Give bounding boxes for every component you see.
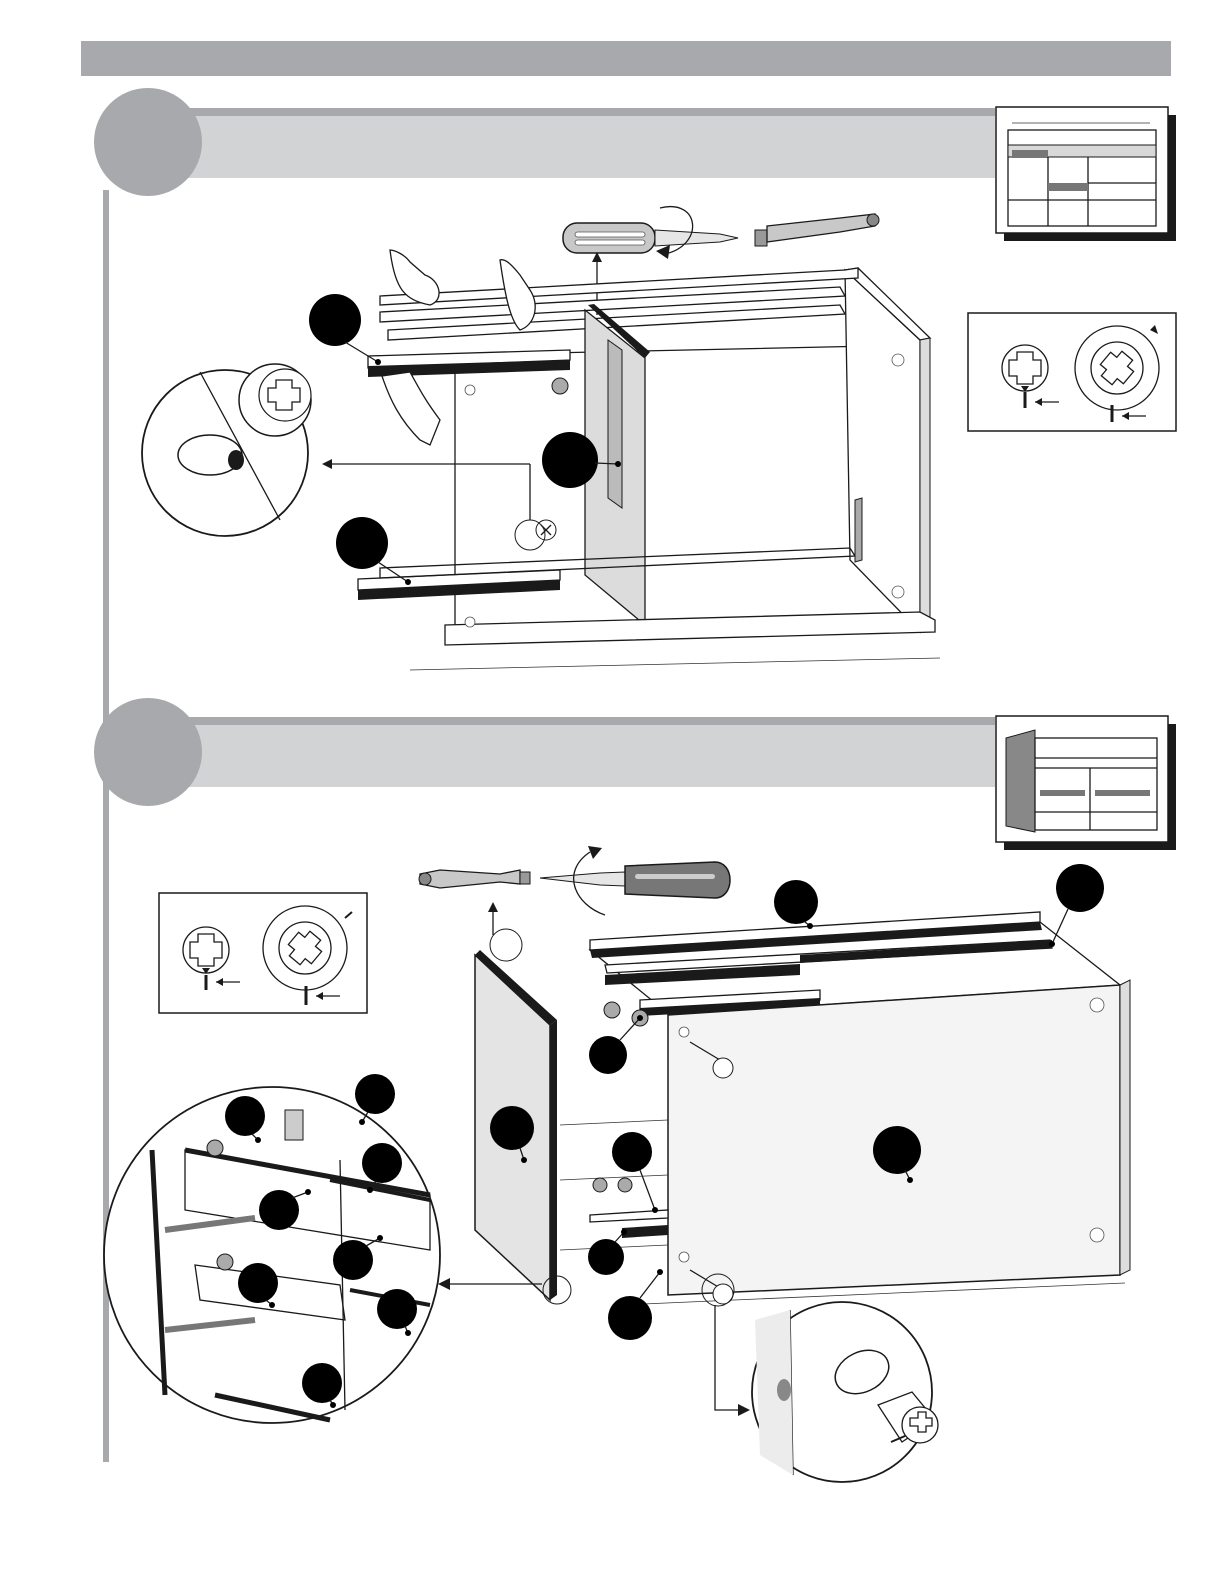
screwdriver-icon: [540, 846, 730, 915]
callout-e: [612, 1132, 652, 1172]
callout-o: [377, 1289, 417, 1329]
cam-bolt-icon: [755, 214, 879, 246]
cabinet-carcass-step-1: [358, 268, 940, 670]
magnifier-detail-icon: [142, 364, 545, 550]
callout-n: [238, 1263, 278, 1303]
callout-g: [608, 1296, 652, 1340]
step-1: [94, 88, 1176, 670]
callout-k: [362, 1143, 402, 1183]
callout-c: [589, 1036, 627, 1074]
cam-bolt-icon: [419, 870, 530, 888]
callout-l: [259, 1190, 299, 1230]
cabinet-preview-icon: [996, 716, 1176, 850]
magnifier-detail-icon: [715, 1302, 938, 1482]
callout-b: [542, 432, 598, 488]
callout-p: [302, 1363, 342, 1403]
screwdriver-icon: [563, 207, 738, 259]
callout-f: [588, 1239, 624, 1275]
step-1-callouts: [309, 294, 621, 585]
callout-i: [225, 1096, 265, 1136]
cam-lock-rotation-icon: [159, 893, 367, 1013]
callout-b: [1056, 864, 1104, 912]
cam-lock-rotation-icon: [968, 313, 1176, 431]
callout-h: [873, 1126, 921, 1174]
step-2-number-circle: [94, 698, 202, 806]
header-bar: [81, 41, 1171, 76]
callout-c: [336, 517, 388, 569]
callout-a: [309, 294, 361, 346]
step-1-number-circle: [94, 88, 202, 196]
step-2-band: [145, 717, 995, 787]
cabinet-preview-icon: [996, 107, 1176, 241]
hand-icon: [382, 250, 535, 445]
callout-d: [490, 1106, 534, 1150]
step-1-band: [145, 108, 995, 178]
cabinet-carcass-step-2: [475, 912, 1130, 1306]
callout-j: [355, 1074, 395, 1114]
step-2: [94, 698, 1176, 1482]
callout-a: [774, 880, 818, 924]
